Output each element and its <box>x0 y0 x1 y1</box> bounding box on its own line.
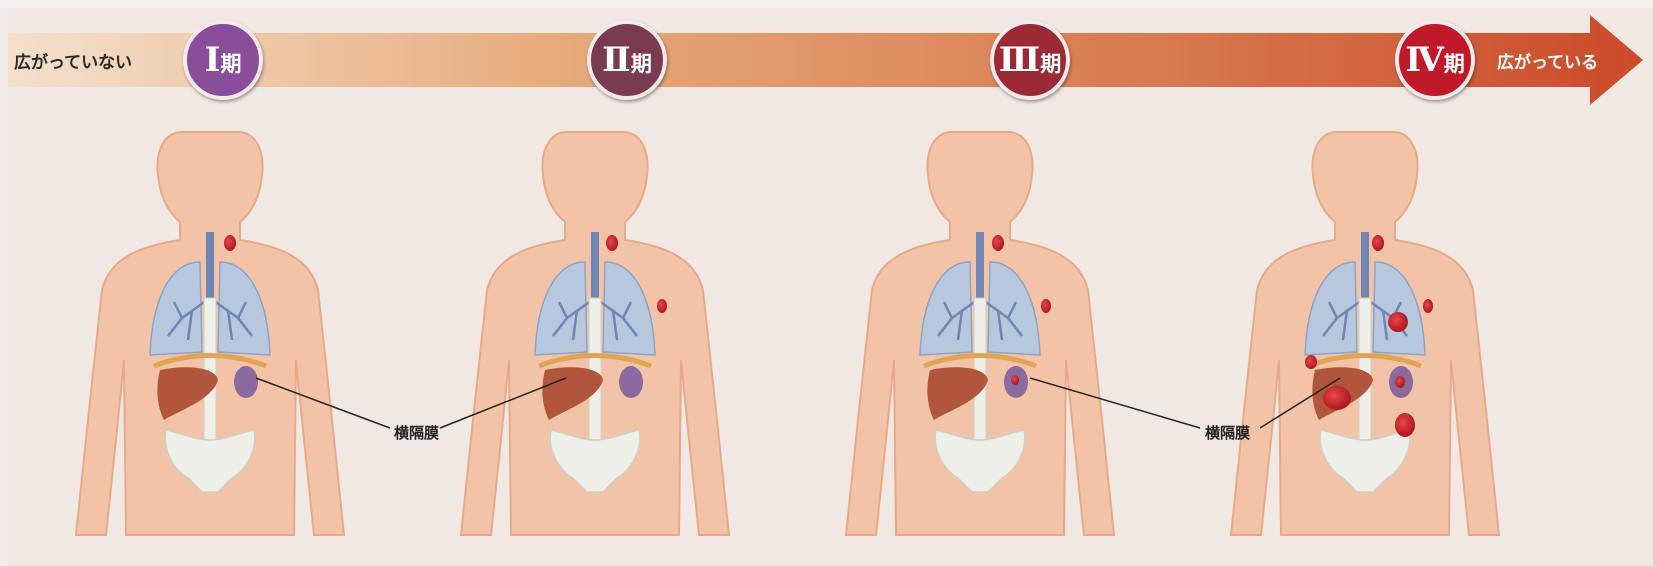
tumor-2 <box>1041 299 1051 313</box>
trachea <box>591 232 599 298</box>
body-figure-3 <box>846 132 1114 535</box>
stage-3-numeral: Ⅲ <box>999 40 1038 80</box>
tumor-7 <box>1388 312 1408 332</box>
tumor-4 <box>1395 376 1405 388</box>
tumor-1 <box>1372 235 1384 251</box>
stage-1-suffix: 期 <box>220 48 241 78</box>
spleen <box>234 366 258 398</box>
body-figure-1 <box>76 132 344 535</box>
spleen <box>619 366 643 398</box>
body-figure-2 <box>461 132 729 535</box>
stage-4-suffix: 期 <box>1444 48 1465 78</box>
stage-1-badge: Ⅰ期 <box>183 20 263 100</box>
tumor-2 <box>1423 299 1433 313</box>
stage-4-badge: Ⅳ期 <box>1395 20 1475 100</box>
tumor-1 <box>224 235 236 251</box>
stage-1-numeral: Ⅰ <box>205 40 219 80</box>
stage-3-badge: Ⅲ期 <box>990 20 1070 100</box>
trachea <box>976 232 984 298</box>
stage-4-numeral: Ⅳ <box>1405 40 1442 80</box>
stage-2-suffix: 期 <box>631 48 652 78</box>
diaphragm-label-right: 横隔膜 <box>1205 422 1250 443</box>
trachea <box>1361 232 1369 298</box>
body-figure-4 <box>1231 132 1499 535</box>
scale-right-label: 広がっている <box>1497 48 1598 73</box>
scale-left-label: 広がっていない <box>14 48 132 73</box>
stage-2-numeral: Ⅱ <box>602 40 629 80</box>
tumor-1 <box>992 235 1004 251</box>
tumor-1 <box>606 235 618 251</box>
tumor-3 <box>1305 355 1317 369</box>
tumor-2 <box>657 299 667 313</box>
trachea <box>206 232 214 298</box>
diaphragm-label-left: 横隔膜 <box>394 422 439 443</box>
tumor-3 <box>1011 375 1019 385</box>
tumor-6 <box>1395 413 1415 437</box>
stage-3-suffix: 期 <box>1040 48 1061 78</box>
tumor-5 <box>1323 386 1351 410</box>
stage-2-badge: Ⅱ期 <box>587 20 667 100</box>
